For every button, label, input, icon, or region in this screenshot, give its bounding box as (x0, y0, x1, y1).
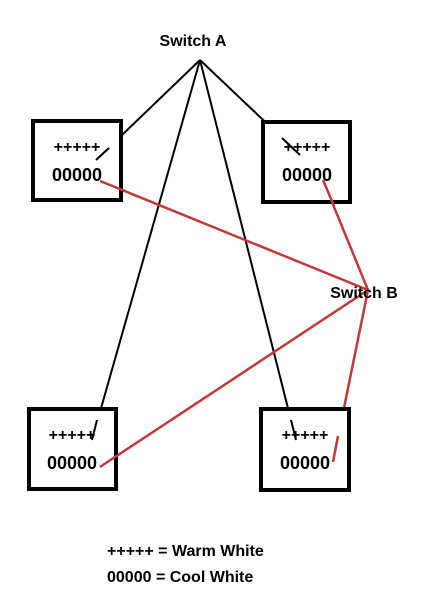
wire-entry-overlays (91, 137, 340, 469)
fixture-top-left: +++++ 00000 (31, 119, 123, 202)
warm-white-lamps: +++++ (54, 139, 101, 156)
wire-a-bottom-left (91, 59, 201, 441)
wire-a-bottom-left-entry (91, 419, 98, 441)
wire-b-bottom-right-entry (331, 435, 340, 463)
wire-b-top-left-entry (99, 179, 126, 193)
fixture-top-right: +++++ 00000 (261, 120, 352, 204)
fixture-box (261, 120, 352, 204)
cool-white-lamps: 00000 (282, 165, 332, 185)
cool-white-lamps: 00000 (47, 453, 97, 473)
switch-b-label: Switch B (330, 285, 398, 302)
fixture-box (27, 407, 118, 491)
fixture-bottom-left: +++++ 00000 (27, 407, 118, 491)
fixture-box (31, 119, 123, 202)
wire-b-bottom-left (99, 288, 369, 469)
wire-b-top-right-entry (321, 179, 336, 207)
legend: +++++ = Warm White 00000 = Cool White (107, 543, 264, 586)
wire-a-bottom-right (199, 59, 297, 441)
wire-a-top-right-entry (281, 137, 301, 156)
legend-cool-white: 00000 = Cool White (107, 569, 253, 586)
switch-a-label: Switch A (160, 33, 227, 50)
legend-warm-white: +++++ = Warm White (107, 543, 264, 560)
wire-a-bottom-right-entry (290, 419, 297, 441)
cool-white-lamps: 00000 (280, 453, 330, 473)
wire-b-top-left (99, 179, 369, 292)
warm-white-lamps: +++++ (282, 427, 329, 444)
wire-b-bottom-left-entry (99, 453, 119, 469)
wire-a-top-left-stub (95, 147, 110, 161)
cool-white-lamps: 00000 (52, 165, 102, 185)
warm-white-lamps: +++++ (49, 427, 96, 444)
